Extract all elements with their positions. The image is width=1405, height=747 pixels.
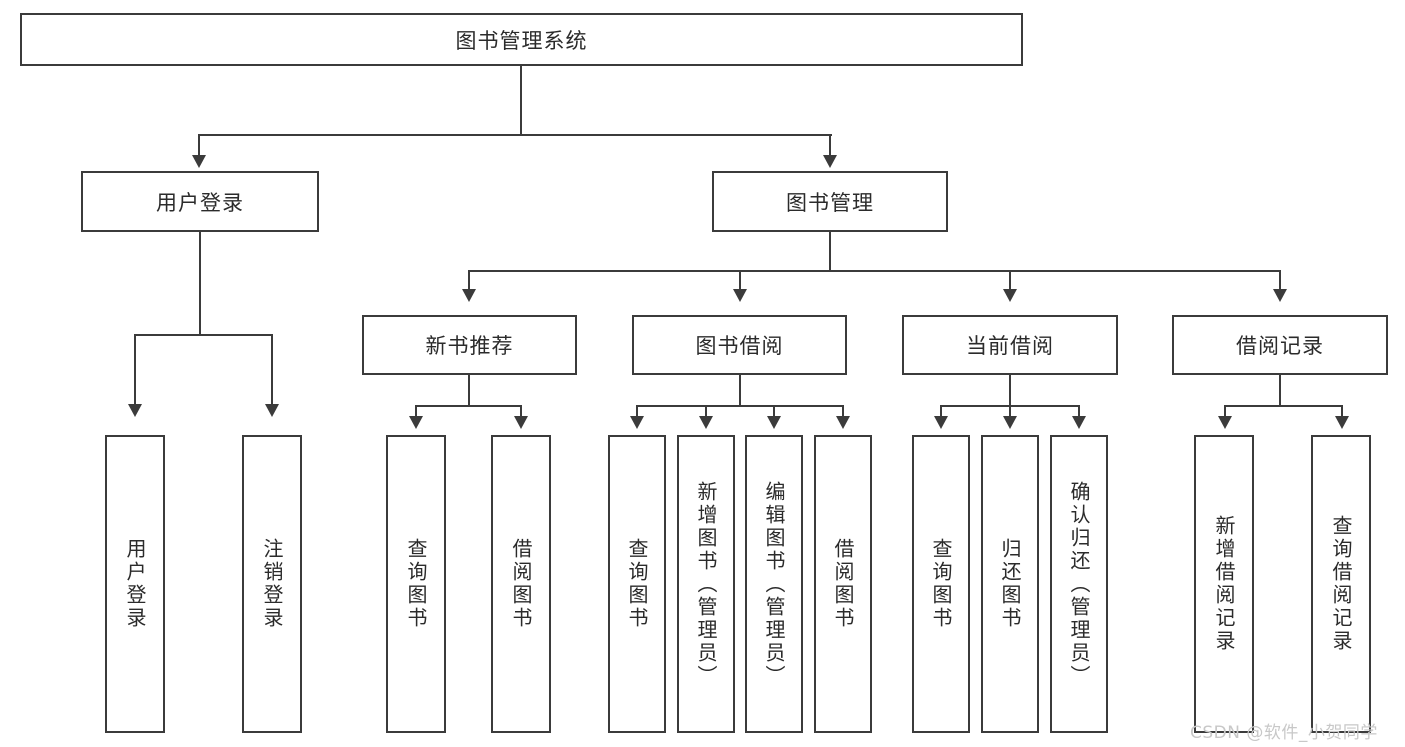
connector-nbr-bus	[415, 405, 522, 407]
node-leaf-borrow-book-1-label: 借阅图书	[509, 538, 533, 630]
connector-br-drop-1	[1224, 405, 1226, 417]
node-leaf-logout-login-label: 注销登录	[260, 538, 284, 630]
node-leaf-user-login[interactable]: 用户登录	[105, 435, 165, 733]
node-leaf-edit-book-label: 编辑图书（管理员）	[762, 480, 786, 688]
node-book-management[interactable]: 图书管理	[712, 171, 948, 232]
node-leaf-add-borrow-record-label: 新增借阅记录	[1212, 515, 1236, 653]
arrow-nbr-leaf-2	[514, 416, 528, 429]
node-leaf-query-book-3[interactable]: 查询图书	[912, 435, 970, 733]
node-leaf-query-book-1-label: 查询图书	[404, 538, 428, 630]
connector-bm-drop-3	[1009, 270, 1011, 290]
node-book-borrow[interactable]: 图书借阅	[632, 315, 847, 375]
node-current-borrow-label: 当前借阅	[966, 334, 1054, 358]
arrow-nbr-leaf-1	[409, 416, 423, 429]
arrow-bm-to-book-borrow	[733, 289, 747, 302]
arrow-bm-to-borrow-record	[1273, 289, 1287, 302]
connector-bm-drop-2	[739, 270, 741, 290]
node-leaf-borrow-book-1[interactable]: 借阅图书	[491, 435, 551, 733]
connector-bm-drop-4	[1279, 270, 1281, 290]
connector-nbr-drop-2	[520, 405, 522, 417]
node-leaf-query-borrow-record-label: 查询借阅记录	[1329, 515, 1353, 653]
connector-cb-drop-3	[1078, 405, 1080, 417]
arrow-cb-leaf-3	[1072, 416, 1086, 429]
arrow-root-to-user-login	[192, 155, 206, 168]
arrow-bb-leaf-2	[699, 416, 713, 429]
node-leaf-edit-book[interactable]: 编辑图书（管理员）	[745, 435, 803, 733]
arrow-user-login-leaf-1	[128, 404, 142, 417]
node-leaf-return-book-label: 归还图书	[998, 538, 1022, 630]
connector-bb-bus	[636, 405, 844, 407]
connector-bb-drop-2	[705, 405, 707, 417]
node-user-login[interactable]: 用户登录	[81, 171, 319, 232]
node-leaf-query-book-2[interactable]: 查询图书	[608, 435, 666, 733]
connector-book-management-stem	[829, 232, 831, 271]
arrow-bb-leaf-3	[767, 416, 781, 429]
connector-root-to-book-management	[829, 134, 831, 156]
connector-br-drop-2	[1341, 405, 1343, 417]
connector-cb-drop-2	[1009, 405, 1011, 417]
connector-user-login-bus	[134, 334, 272, 336]
connector-bb-drop-1	[636, 405, 638, 417]
node-current-borrow[interactable]: 当前借阅	[902, 315, 1118, 375]
node-book-management-label: 图书管理	[786, 190, 874, 215]
connector-book-management-bus	[468, 270, 1280, 272]
connector-bb-drop-3	[773, 405, 775, 417]
node-borrow-record-label: 借阅记录	[1236, 334, 1324, 358]
connector-bb-stem	[739, 375, 741, 406]
connector-user-login-drop-2	[271, 334, 273, 404]
connector-root-to-user-login	[198, 134, 200, 156]
connector-br-bus	[1224, 405, 1342, 407]
connector-root-stem	[520, 66, 522, 135]
node-leaf-query-borrow-record[interactable]: 查询借阅记录	[1311, 435, 1371, 733]
arrow-bm-to-current-borrow	[1003, 289, 1017, 302]
connector-br-stem	[1279, 375, 1281, 406]
node-book-borrow-label: 图书借阅	[695, 334, 784, 358]
node-leaf-confirm-return-label: 确认归还（管理员）	[1067, 480, 1091, 688]
node-leaf-query-book-3-label: 查询图书	[929, 538, 953, 630]
connector-cb-drop-1	[940, 405, 942, 417]
connector-bm-drop-1	[468, 270, 470, 290]
node-leaf-borrow-book-2-label: 借阅图书	[831, 538, 855, 630]
node-leaf-add-book[interactable]: 新增图书（管理员）	[677, 435, 735, 733]
node-leaf-borrow-book-2[interactable]: 借阅图书	[814, 435, 872, 733]
node-root-system[interactable]: 图书管理系统	[20, 13, 1023, 66]
node-leaf-logout-login[interactable]: 注销登录	[242, 435, 302, 733]
arrow-cb-leaf-2	[1003, 416, 1017, 429]
connector-root-bus	[198, 134, 832, 136]
connector-nbr-stem	[468, 375, 470, 406]
node-new-book-recommend[interactable]: 新书推荐	[362, 315, 577, 375]
watermark-text: CSDN @软件_小贺同学	[1190, 723, 1378, 743]
arrow-cb-leaf-1	[934, 416, 948, 429]
connector-user-login-drop-1	[134, 334, 136, 404]
node-root-system-label: 图书管理系统	[455, 28, 588, 53]
arrow-bb-leaf-1	[630, 416, 644, 429]
node-leaf-confirm-return[interactable]: 确认归还（管理员）	[1050, 435, 1108, 733]
node-user-login-label: 用户登录	[156, 190, 244, 215]
connector-user-login-stem	[199, 232, 201, 335]
node-leaf-add-book-label: 新增图书（管理员）	[694, 480, 718, 688]
connector-cb-stem	[1009, 375, 1011, 406]
node-new-book-recommend-label: 新书推荐	[425, 334, 514, 358]
node-leaf-user-login-label: 用户登录	[123, 538, 147, 630]
node-leaf-query-book-1[interactable]: 查询图书	[386, 435, 446, 733]
node-leaf-query-book-2-label: 查询图书	[625, 538, 649, 630]
arrow-bb-leaf-4	[836, 416, 850, 429]
arrow-bm-to-new-book-recommend	[462, 289, 476, 302]
node-leaf-add-borrow-record[interactable]: 新增借阅记录	[1194, 435, 1254, 733]
connector-nbr-drop-1	[415, 405, 417, 417]
node-leaf-return-book[interactable]: 归还图书	[981, 435, 1039, 733]
connector-bb-drop-4	[842, 405, 844, 417]
arrow-br-leaf-1	[1218, 416, 1232, 429]
arrow-user-login-leaf-2	[265, 404, 279, 417]
arrow-br-leaf-2	[1335, 416, 1349, 429]
node-borrow-record[interactable]: 借阅记录	[1172, 315, 1388, 375]
arrow-root-to-book-management	[823, 155, 837, 168]
